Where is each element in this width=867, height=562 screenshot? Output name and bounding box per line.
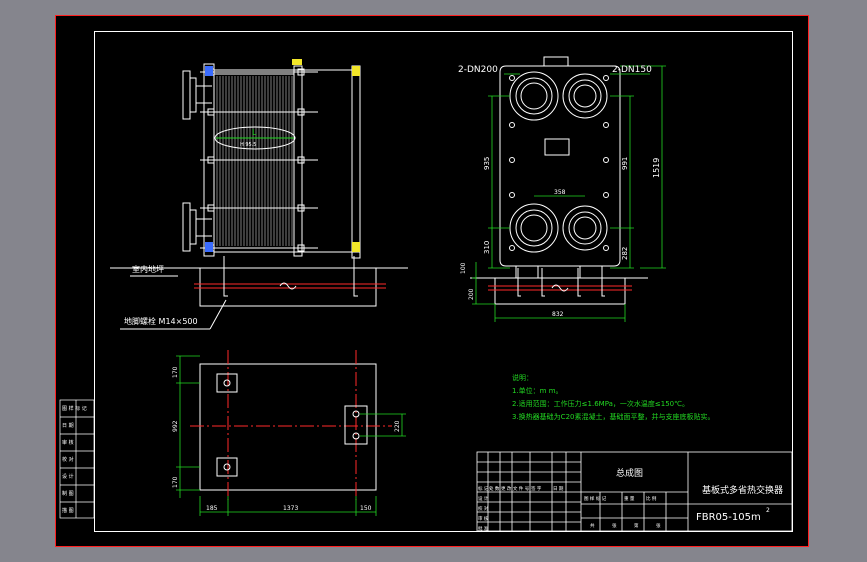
dim-282: 282 [621,247,629,260]
title-role-label: 校 对 [478,505,489,512]
outlet-size-label: 2-DN150 [612,65,652,75]
front-frame-outline [499,65,621,267]
front-nozzle-bottom-right [562,205,608,251]
front-nameplate [544,138,570,156]
plan-dim-170-top: 170 [172,366,179,378]
frame-bolt-hole [509,122,515,128]
title-role-label: 审 核 [478,515,489,522]
title-role-label: 批 准 [478,525,489,532]
anchor-pad-bottom-left [216,457,238,477]
frame-bolt-hole [603,192,609,198]
technical-notes: 说明： 1.单位：m m。 2.适用范围：工作压力≤1.6MPa，一次水温度≤1… [512,373,714,421]
plan-dim-220: 220 [394,420,401,432]
plan-dim-150: 150 [360,505,372,512]
frame-bolt-hole [603,122,609,128]
dim-200: 200 [468,288,475,300]
frame-bolt-hole [603,75,609,81]
floor-level-label: 室内地坪 [132,264,164,274]
frame-bolt-hole [603,157,609,163]
product-name-label: 基板式多省热交换器 [702,484,783,496]
title-weight-label: 重 量 [624,495,635,502]
front-dimensions [472,65,666,322]
notes-line-1: 1.单位：m m。 [512,386,563,395]
left-revision-strip [59,399,95,519]
plan-dim-1373: 1373 [283,505,298,512]
title-row-label: 处 数 [489,485,500,492]
revision-strip-label: 制 图 [62,490,74,497]
frame-bolt-hole [603,245,609,251]
dim-310: 310 [483,241,491,254]
plate-length-callout [214,126,296,150]
dim-358: 358 [554,189,566,196]
title-weight-label: 图 样 标 记 [584,495,607,502]
anchor-pad-top-left [216,373,238,393]
title-row-label: 标 记 [478,485,489,492]
dim-991: 991 [621,157,629,170]
tie-bolt-nut [297,156,305,164]
revision-strip-label: 审 核 [62,439,74,446]
drawing-sheet-background [55,15,809,547]
tie-bolt-nut [207,156,215,164]
tie-bolt-nut [297,244,305,252]
revision-strip-label: 日 期 [62,423,74,429]
title-sheet-label: 张 [656,522,661,529]
frame-bolt-hole [509,157,515,163]
plan-foundation-outline [199,363,377,491]
plate-length-label: L [252,128,257,137]
notes-title: 说明： [512,373,533,382]
side-view [110,59,408,330]
plan-view [190,350,392,500]
inner-frame-border [94,31,793,532]
dim-100: 100 [460,262,467,274]
revision-strip-label: 设 计 [62,473,74,480]
plan-dimensions [176,355,406,516]
tie-bolt-nut [297,108,305,116]
anchor-pad-right [344,405,368,445]
frame-bolt-hole [509,75,515,81]
title-row-label: 日 期 [553,486,564,492]
dim-832: 832 [552,311,564,318]
title-row-label: 签 字 [531,485,542,492]
plan-dim-170-bottom: 170 [172,476,179,488]
outer-frame-border [55,15,809,547]
tie-bolt-nut [207,204,215,212]
side-foundation [199,267,377,307]
notes-line-3: 3.换热器基础为C20素混凝土，基础面平整，并与支座底板贴实。 [512,412,714,421]
plate-sub-label: H 95.5 [240,142,256,148]
title-sheet-label: 第 [634,522,639,529]
notes-line-2: 2.适用范围：工作压力≤1.6MPa，一次水温度≤150℃。 [512,399,689,408]
front-nozzle-top-right [562,73,608,119]
title-sheet-label: 张 [612,522,617,529]
frame-bolt-hole [509,192,515,198]
front-view [470,56,648,305]
model-superscript: 2 [766,507,770,514]
title-sheet-label: 共 [590,522,595,529]
model-label: FBR05-105m [696,512,761,523]
top-bar-marker [292,59,302,65]
title-block [476,451,793,532]
pressure-plate [293,65,303,257]
tie-bolt-nut [297,68,305,76]
revision-strip-label: 图 样 标 记 [62,405,87,412]
title-row-label: 更 改 文 件 号 [501,485,530,492]
tie-bolt-nut [297,204,305,212]
title-weight-label: 比 例 [646,495,657,502]
dim-1519: 1519 [652,158,661,178]
drawing-kind-label: 总成图 [616,467,643,479]
frame-bolt-hole [509,245,515,251]
tie-bolt-nut [207,108,215,116]
front-foundation [494,277,626,305]
anchor-bolt-label: 地脚螺栓 M14×500 [124,316,198,326]
inlet-size-label: 2-DN200 [458,65,498,75]
revision-strip-label: 校 对 [62,456,74,463]
plan-dim-185: 185 [206,505,218,512]
title-role-label: 设 计 [478,495,489,502]
revision-strip-label: 描 图 [62,507,74,514]
plan-dim-992: 992 [172,420,179,432]
dim-935: 935 [483,157,491,170]
